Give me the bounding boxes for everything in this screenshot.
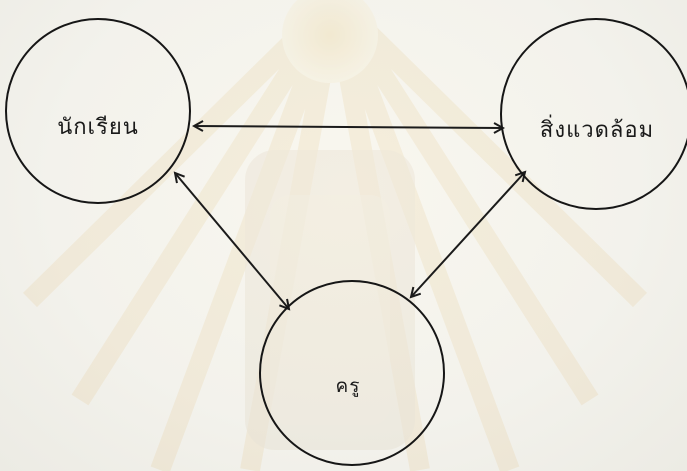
- node-environment-label: สิ่งแวดล้อม: [540, 114, 654, 143]
- node-environment-circle: [500, 18, 687, 210]
- node-student-label: นักเรียน: [57, 115, 139, 140]
- edge-student-environment: [194, 126, 503, 128]
- node-teacher-label: ครู: [336, 375, 361, 397]
- background-seal-watermark: [22, 0, 648, 471]
- node-environment: สิ่งแวดล้อม: [500, 18, 687, 210]
- node-teacher-circle: [259, 280, 445, 466]
- edge-student-teacher: [175, 173, 289, 309]
- node-teacher: ครู: [259, 280, 445, 466]
- node-student: นักเรียน: [5, 18, 191, 204]
- edge-environment-teacher: [411, 172, 525, 297]
- node-student-circle: [5, 18, 191, 204]
